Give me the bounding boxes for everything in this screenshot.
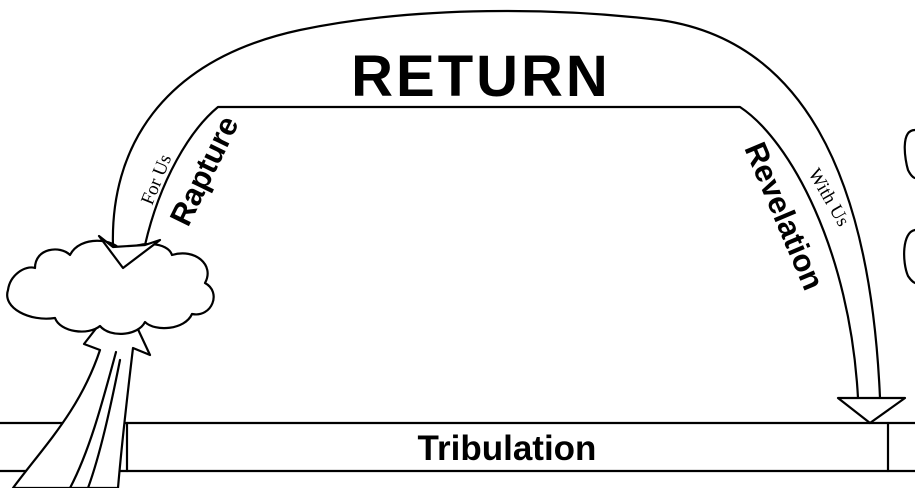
- cloud-icon: [7, 241, 213, 334]
- rapture-label: Rapture: [163, 110, 246, 231]
- edge-circles: [904, 130, 915, 283]
- with-us-label: With Us: [804, 165, 854, 230]
- timeline-bar: Tribulation: [0, 423, 915, 471]
- tribulation-label: Tribulation: [418, 429, 597, 468]
- return-title: RETURN: [351, 44, 611, 109]
- revelation-arrowhead: [838, 398, 905, 423]
